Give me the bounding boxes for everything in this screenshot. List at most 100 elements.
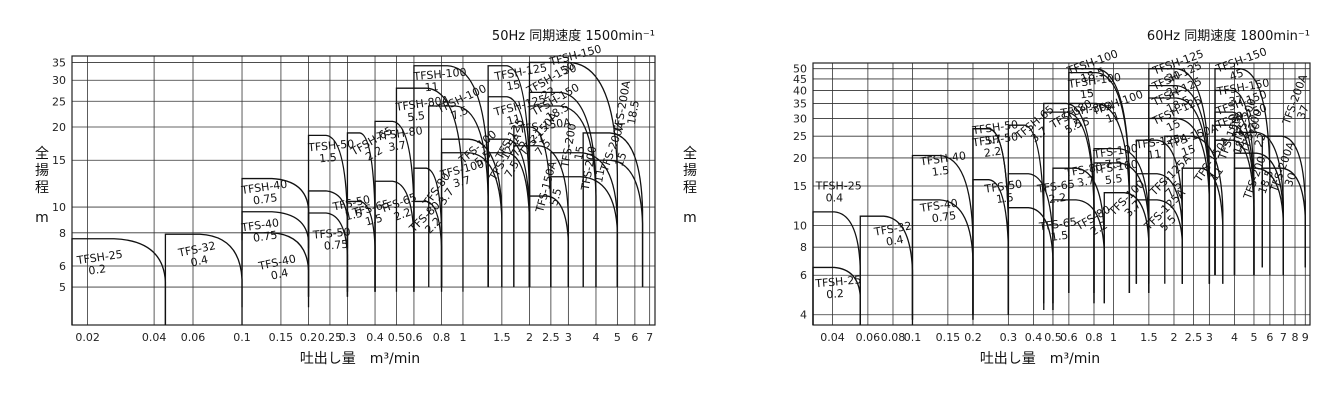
y-tick-label: 15 <box>52 154 66 167</box>
pump-region <box>528 105 597 288</box>
x-tick-label: 0.4 <box>366 331 384 344</box>
pump-region-label: TFSH-400.75 <box>240 178 290 209</box>
pump-region <box>528 195 570 288</box>
x-tick-label: 0.5 <box>388 331 406 344</box>
x-tick-label: 0.3 <box>339 331 357 344</box>
x-tick-label: 7 <box>1280 331 1287 344</box>
x-tick-label: 1.5 <box>493 331 511 344</box>
y-tick-label: 6 <box>59 260 66 273</box>
y-axis-label: 程 <box>683 180 697 196</box>
pump-region <box>582 132 644 288</box>
x-tick-label: 0.3 <box>1000 331 1018 344</box>
x-tick-label: 0.02 <box>75 331 100 344</box>
x-tick-label: 0.25 <box>318 331 343 344</box>
pump-region <box>1233 167 1284 276</box>
pump-region-label: TFS-200A15 <box>598 119 640 178</box>
pump-region <box>513 145 570 288</box>
x-tick-label: 0.04 <box>820 331 845 344</box>
pump-region <box>395 87 464 292</box>
pump-region <box>911 154 974 320</box>
pump-region-label: TFSH-1007.5 <box>434 82 494 128</box>
x-tick-label: 1 <box>1110 331 1117 344</box>
y-tick-label: 10 <box>793 219 807 232</box>
pump-region-label: TFS-400.4 <box>256 252 299 285</box>
y-tick-label: 35 <box>52 56 66 69</box>
pump-region <box>1068 102 1131 293</box>
pump-region <box>550 152 619 288</box>
x-tick-label: 0.8 <box>1085 331 1103 344</box>
x-tick-label: 6 <box>631 331 638 344</box>
pump-region <box>582 159 644 288</box>
x-tick-label: 0.1 <box>904 331 922 344</box>
x-tick-label: 4 <box>1231 331 1238 344</box>
x-tick-label: 2.5 <box>542 331 560 344</box>
x-tick-label: 5 <box>614 331 621 344</box>
y-axis-label: 全 <box>683 145 697 162</box>
y-tick-label: 45 <box>793 73 807 86</box>
y-tick-label: 20 <box>793 152 807 165</box>
chart-panel-0: 50Hz 同期速度 1500min⁻¹ 0.02 0.04 0.06 0.1 0.15 0.… <box>35 28 656 367</box>
x-tick-label: 0.15 <box>936 331 961 344</box>
x-tick-label: 0.2 <box>964 331 982 344</box>
x-tick-label: 8 <box>1291 331 1298 344</box>
x-tick-label: 0.1 <box>233 331 251 344</box>
pump-region <box>1214 68 1271 276</box>
x-tick-label: 0.06 <box>181 331 206 344</box>
x-tick-label: 0.8 <box>433 331 451 344</box>
x-tick-label: 0.15 <box>269 331 294 344</box>
plot-frame <box>71 55 656 326</box>
y-tick-label: 8 <box>59 227 66 240</box>
y-tick-label: 30 <box>793 112 807 125</box>
pump-region-label: TFSH-10011 <box>412 66 468 96</box>
chart-title: 60Hz 同期速度 1800min⁻¹ <box>1147 28 1310 44</box>
y-axis-label: 程 <box>35 180 49 196</box>
x-tick-label: 9 <box>1302 331 1309 344</box>
x-tick-label: 0.04 <box>142 331 167 344</box>
pump-region <box>528 61 619 288</box>
y-tick-label: 30 <box>52 74 66 87</box>
pump-region <box>812 211 861 325</box>
pump-region-label: TFS-652.2 <box>1035 178 1077 208</box>
pump-region-label: TFS-500.75 <box>311 225 352 253</box>
x-tick-label: 0.2 <box>300 331 318 344</box>
y-axis-label: 全 <box>35 145 49 162</box>
pump-region-label: TFS-501.5 <box>983 178 1025 208</box>
pump-region <box>1261 135 1306 268</box>
y-tick-label: 5 <box>59 281 66 294</box>
pump-region <box>1164 135 1224 284</box>
x-tick-label: 5 <box>1250 331 1257 344</box>
y-axis-unit: m <box>683 210 697 226</box>
pump-region-label: TFSH-501.5 <box>307 137 356 166</box>
pump-region-label: TFSH-250.2 <box>814 273 863 302</box>
pump-region <box>1233 131 1284 276</box>
pump-region <box>1261 167 1306 268</box>
y-axis-label: 揚 <box>683 162 697 179</box>
y-tick-label: 35 <box>793 97 807 110</box>
pump-region <box>1214 139 1255 276</box>
pump-region-label: TFS-501.5 <box>331 193 374 226</box>
chart-title: 50Hz 同期速度 1500min⁻¹ <box>492 28 655 44</box>
x-tick-label: 2 <box>526 331 533 344</box>
pump-region-label: TFS-1005.5 <box>1092 158 1141 189</box>
pump-region <box>440 138 503 288</box>
y-tick-label: 15 <box>793 180 807 193</box>
y-tick-label: 25 <box>793 130 807 143</box>
pump-region-label: TFS-200A37 <box>1280 72 1322 131</box>
y-tick-label: 10 <box>52 201 66 214</box>
x-tick-label: 4 <box>592 331 599 344</box>
x-tick-label: 2.5 <box>1185 331 1203 344</box>
x-tick-label: 0.06 <box>856 331 881 344</box>
x-axis-label: 吐出し量 m³/min <box>980 351 1100 367</box>
plot-frame <box>812 62 1311 326</box>
pump-region <box>1007 124 1045 310</box>
x-tick-label: 2 <box>1170 331 1177 344</box>
x-tick-label: 0.08 <box>881 331 906 344</box>
pump-region-label: TFSH-803.7 <box>375 124 425 155</box>
pump-region <box>550 176 619 288</box>
pump-region <box>1148 97 1211 284</box>
pump-region-label: TFS-1007.5 <box>1092 142 1141 173</box>
y-axis-unit: m <box>35 210 49 226</box>
pump-region-label: TFSH-401.5 <box>918 149 968 180</box>
